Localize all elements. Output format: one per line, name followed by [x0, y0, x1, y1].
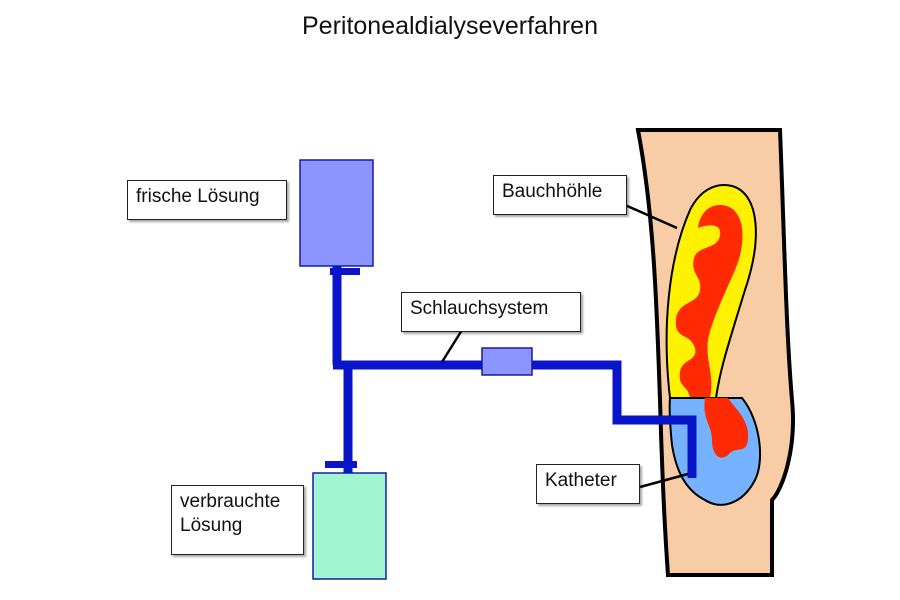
- fresh-bag-clamp: [330, 268, 360, 275]
- label-fresh-solution: frische Lösung: [127, 180, 287, 220]
- label-used-solution: verbrauchte Lösung: [171, 485, 304, 555]
- label-catheter: Katheter: [536, 464, 640, 504]
- fresh-solution-bag: [299, 159, 374, 267]
- tube-connector: [481, 347, 533, 376]
- tube-to-patient: [333, 360, 697, 478]
- label-used-solution-line2: Lösung: [180, 515, 243, 536]
- label-used-solution-line1: verbrauchte: [180, 491, 281, 512]
- leader-lines: [440, 203, 689, 489]
- leader-abdominal-cavity: [624, 203, 678, 230]
- label-abdominal-cavity: Bauchhöhle: [493, 175, 627, 215]
- leader-catheter: [639, 472, 689, 489]
- used-solution-bag: [312, 472, 387, 580]
- intestines-lower: [704, 398, 749, 458]
- used-bag-clamp: [325, 461, 357, 468]
- page-title: Peritonealdialyseverfahren: [301, 12, 598, 40]
- leader-tubing: [440, 329, 464, 363]
- label-tubing: Schlauchsystem: [401, 292, 581, 332]
- intestines: [675, 205, 743, 398]
